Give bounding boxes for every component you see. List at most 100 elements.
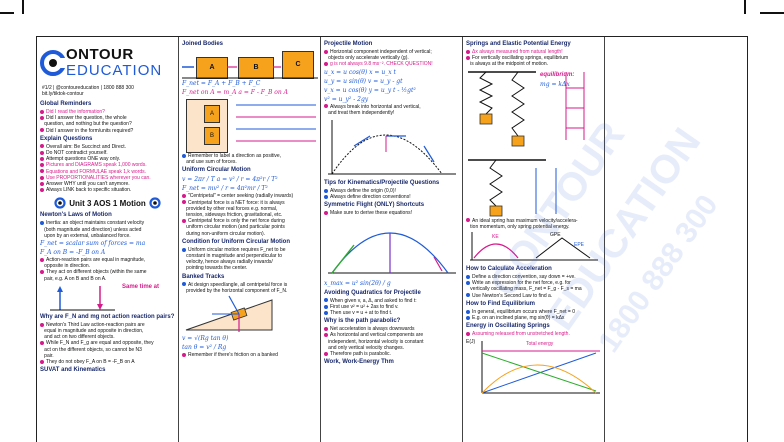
column-3: Projectile Motion Horizontal component i… [321, 37, 463, 442]
pair-item: opposite in direction. [44, 263, 91, 270]
bullet-icon [182, 247, 186, 252]
why-item: act on the different objects, so cannot … [44, 346, 142, 353]
bullet-icon [182, 200, 186, 205]
bullet-icon [324, 49, 328, 54]
banked-eq-2: tan θ = v² / Rg [182, 344, 227, 352]
bullet-icon [182, 153, 186, 158]
pair-item: pair, e.g. A on B and B on A. [44, 275, 107, 282]
global-item: question, and nothing but the question? [44, 121, 132, 128]
joined-eq-2: F_net on A = m_A a = F - F_B on A [182, 89, 289, 96]
explain-item: Pictures and DIAGRAMS speak 1,000 words. [40, 162, 175, 168]
osc-heading: Energy in Oscillating Springs [466, 323, 550, 330]
force-arrows-diagram [50, 285, 115, 311]
bullet-icon [40, 322, 44, 327]
newton-item: (both magnitude and direction) unless ac… [44, 226, 142, 233]
bullet-icon [324, 333, 328, 338]
newton-heading: Newton's Laws of Motion [40, 212, 112, 219]
cent-item: "Centripetal" = center seeking (radially… [182, 193, 317, 199]
brand-meta: #1/2 | @contoureducation | 1800 888 300 … [42, 85, 175, 97]
bullet-icon [40, 181, 44, 186]
cond-item: constant in magnitude and perpendicular … [186, 253, 283, 260]
contour-mini-icon [149, 197, 161, 210]
bullet-icon [324, 104, 328, 109]
range-eq: x_max = u² sin(2θ) / g [324, 279, 391, 287]
bullet-icon [40, 156, 44, 161]
gpe-tag: GPE [550, 232, 561, 239]
ucm-heading: Uniform Circular Motion [182, 167, 251, 174]
bullet-icon [466, 49, 470, 54]
proj-item: Horizontal component independent of vert… [324, 49, 459, 55]
column-2: Joined Bodies A B C F_net = F_A + F_B + … [179, 37, 321, 442]
para-item: independent, horizontal velocity is cons… [328, 338, 424, 345]
spring-coils-diagram [468, 70, 585, 217]
contour-mini-icon [54, 197, 66, 210]
banked-track-diagram [185, 295, 273, 333]
bullet-icon [466, 55, 470, 60]
proj-eq: u_y = u sin(θ) v = u_y - gt [324, 77, 403, 85]
global-item: Did I answer in the form/units required? [40, 128, 175, 134]
equilibrium-label: equilibrium: [540, 71, 575, 78]
ucm-eq-1: v = 2πr / T a = v² / r = 4π²r / T² [182, 176, 278, 184]
para-item: As horizontal and vertical components ar… [324, 332, 459, 338]
proj-eq: v² = u_y² - 2gy [324, 95, 369, 103]
bullet-icon [182, 218, 186, 223]
energy-curves-diagram [470, 232, 598, 261]
tips-item: Always define direction conventions! [324, 194, 459, 200]
spring-item: is always at the midpoint of motion. [470, 61, 548, 68]
why-item: While F_N and F_g are equal and opposite… [40, 340, 175, 346]
sym-heading: Symmetric Flight (ONLY) Shortcuts [324, 202, 425, 209]
cent-item: during non-uniform circular motion). [186, 230, 266, 237]
same-time-tag: Same time at [122, 283, 160, 290]
spring-item: Δx always measured from natural length! [466, 49, 601, 55]
unit-title: Unit 3 AOS 1 Motion [69, 198, 146, 208]
ke-tag: KE [492, 234, 499, 241]
brand-name-top: ONTOUR [66, 46, 134, 63]
bullet-icon [324, 310, 328, 315]
stack-block-b: B [204, 127, 220, 145]
energy-sketch: KE GPE EPE [466, 230, 601, 264]
pair-item: Action-reaction pairs are equal in magni… [40, 257, 175, 263]
para-item: Therefore path is parabolic. [324, 351, 459, 357]
newton-second-law-eq: F_net = scalar sum of forces = ma [40, 240, 146, 248]
find-heading: How to Find Equilibrium [466, 300, 535, 307]
explain-item: Use PROPORTIONALITIES wherever you can. [40, 175, 175, 181]
para-heading: Why is the path parabolic? [324, 318, 401, 325]
newton-item: Inertia: an object maintains constant ve… [40, 220, 175, 226]
bullet-icon [40, 109, 44, 114]
bullet-icon [466, 331, 470, 336]
bullet-icon [182, 282, 186, 287]
stack-block-a: A [204, 105, 220, 123]
projectile-path-diagram [328, 120, 456, 175]
column-4: Springs and Elastic Potential Energy Δx … [463, 37, 605, 442]
crop-mark [0, 12, 14, 14]
avoid-item: First use v² = u² + 2as to find v. [324, 304, 459, 310]
proj-eq: v_x = u cos(θ) y = u_y t - ½gt² [324, 86, 416, 94]
spring-item: For vertically oscillating springs, equi… [466, 55, 601, 61]
bullet-icon [466, 218, 470, 223]
avoid-item: Then use v = u + at to find t. [324, 310, 459, 316]
global-reminders-heading: Global Reminders [40, 101, 92, 107]
work-heading: Work, Work-Energy Thm [324, 359, 394, 366]
avoid-item: When given v, a, Δ, and asked to find t: [324, 298, 459, 304]
bullet-icon [466, 315, 470, 320]
para-item: and only vertical velocity changes. [328, 344, 405, 351]
global-item: Did I answer the question, the whole [40, 115, 175, 121]
explain-item: Overall aim: Be Succinct and Direct. [40, 144, 175, 150]
brand-name-bottom: EDUCATION [66, 62, 163, 79]
bullet-icon [40, 150, 44, 155]
bullet-icon [324, 62, 328, 67]
cent-item: tension, sideways friction, gravitationa… [186, 212, 283, 219]
calc-heading: How to Calculate Acceleration [466, 266, 552, 273]
ucm-eq-2: F_net = mv² / r = 4π²mr / T² [182, 185, 268, 193]
bullet-icon [40, 221, 44, 226]
bullet-icon [40, 187, 44, 192]
bullet-icon [324, 298, 328, 303]
bullet-icon [324, 304, 328, 309]
why-item: equal in magnitude and opposite in direc… [44, 328, 144, 335]
bullet-icon [324, 326, 328, 331]
proj-heading: Projectile Motion [324, 41, 373, 47]
epe-tag: EPE [574, 242, 585, 249]
bullet-icon [324, 194, 328, 199]
joined-eq-1: F_net = F_A + F_B + F_C [182, 80, 261, 87]
why-item: and act on two different objects. [44, 334, 115, 341]
